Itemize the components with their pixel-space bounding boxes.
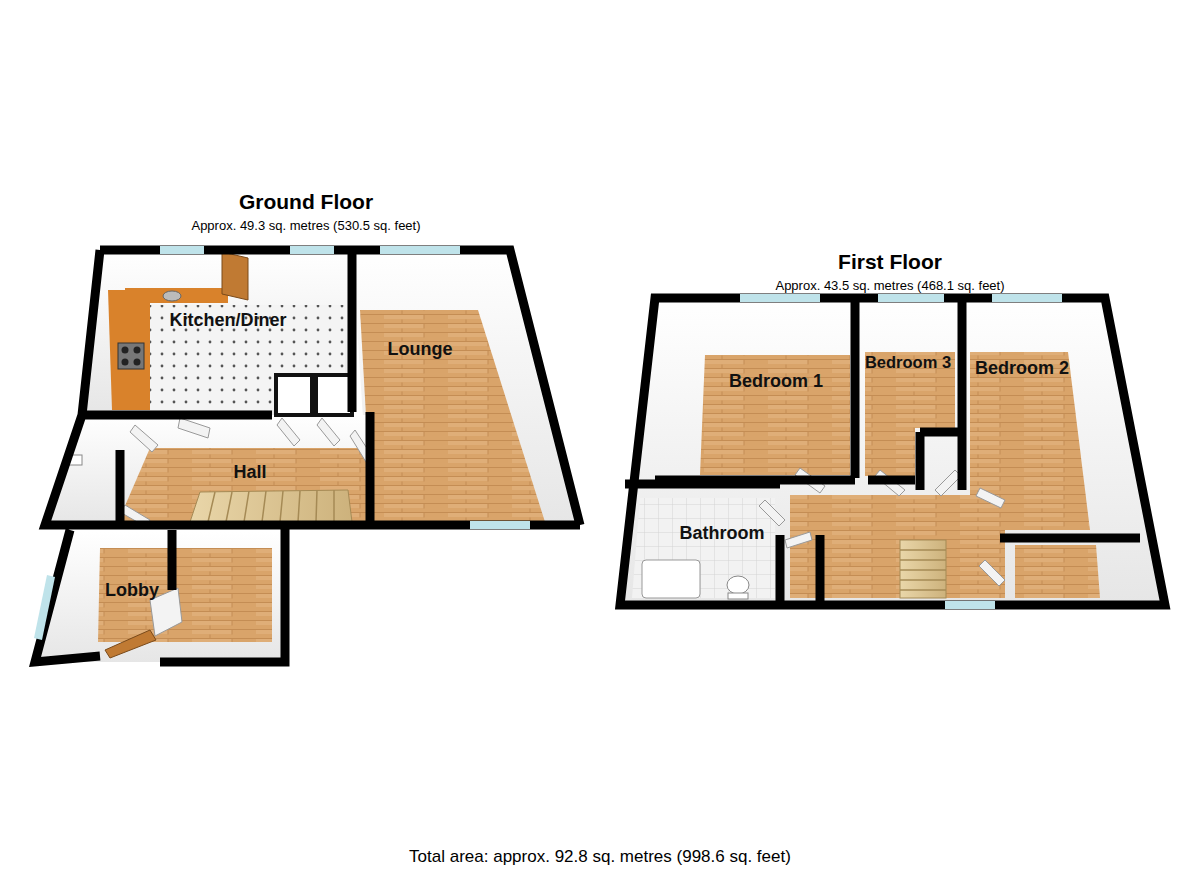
lounge-floor — [360, 310, 545, 522]
room-label: Bathroom — [680, 523, 765, 544]
room: Bedroom 1 — [726, 370, 826, 393]
lobby-floor — [98, 548, 272, 642]
stairs — [900, 540, 946, 598]
door-leaves — [120, 418, 372, 527]
bedroom-floor — [865, 352, 955, 476]
window — [34, 575, 55, 640]
kitchen-counter — [125, 288, 228, 303]
window — [290, 246, 334, 254]
walls — [35, 250, 580, 662]
floor-heading: First FloorApprox. 43.5 sq. metres (468.… — [775, 250, 1004, 294]
sink — [163, 291, 181, 301]
first-floor-plan — [620, 294, 1165, 609]
door-leaves — [759, 468, 1005, 586]
window — [878, 294, 944, 302]
ground-floor-plan — [34, 246, 580, 662]
floor-plan: Ground FloorApprox. 49.3 sq. metres (530… — [30, 188, 595, 670]
bath — [642, 560, 700, 598]
room: Hall — [230, 461, 269, 484]
back-door — [222, 252, 248, 300]
floor-title: Ground Floor — [191, 190, 420, 214]
room-label: Kitchen/Diner — [169, 310, 286, 331]
window — [160, 246, 204, 254]
room-label: Bedroom 2 — [975, 358, 1069, 379]
lobby-interior — [35, 532, 285, 662]
walls — [620, 298, 1165, 605]
hall-floor — [118, 448, 368, 522]
room-label: Hall — [233, 462, 266, 483]
room: Kitchen/Diner — [166, 309, 289, 332]
kitchen-counter — [108, 290, 150, 410]
room: Lounge — [385, 338, 456, 361]
room-label: Bedroom 1 — [729, 371, 823, 392]
room: Bedroom 3 — [862, 351, 954, 374]
first-floor-interior — [620, 298, 1165, 605]
floor-area: Approx. 43.5 sq. metres (468.1 sq. feet) — [775, 277, 1004, 294]
window — [945, 601, 995, 609]
room: Lobby — [102, 579, 162, 602]
floor-title: First Floor — [775, 250, 1004, 274]
bathroom-floor — [632, 498, 775, 598]
window — [740, 294, 820, 302]
hob — [118, 343, 144, 369]
room-label: Lounge — [388, 339, 453, 360]
floor-heading: Ground FloorApprox. 49.3 sq. metres (530… — [191, 190, 420, 234]
room-label: Lobby — [105, 580, 159, 601]
room: Bathroom — [677, 522, 768, 545]
front-door — [105, 630, 156, 658]
stair-steps — [900, 550, 946, 590]
floor-plan: First FloorApprox. 43.5 sq. metres (468.… — [610, 248, 1175, 610]
cupboard-floor — [1015, 545, 1100, 598]
floor-area: Approx. 49.3 sq. metres (530.5 sq. feet) — [191, 217, 420, 234]
room: Bedroom 2 — [972, 357, 1072, 380]
room-label: Bedroom 3 — [865, 352, 951, 373]
bedroom-floor — [700, 355, 850, 475]
stairs — [190, 490, 352, 522]
cupboard — [276, 375, 312, 415]
caption: Total area: approx. 92.8 sq. metres (998… — [0, 846, 1200, 868]
toilet — [727, 576, 749, 594]
cupboard — [316, 375, 352, 415]
window — [380, 246, 460, 254]
kitchen-interior — [82, 250, 352, 415]
stair-steps — [208, 490, 334, 522]
window — [992, 294, 1062, 302]
window — [470, 521, 530, 529]
